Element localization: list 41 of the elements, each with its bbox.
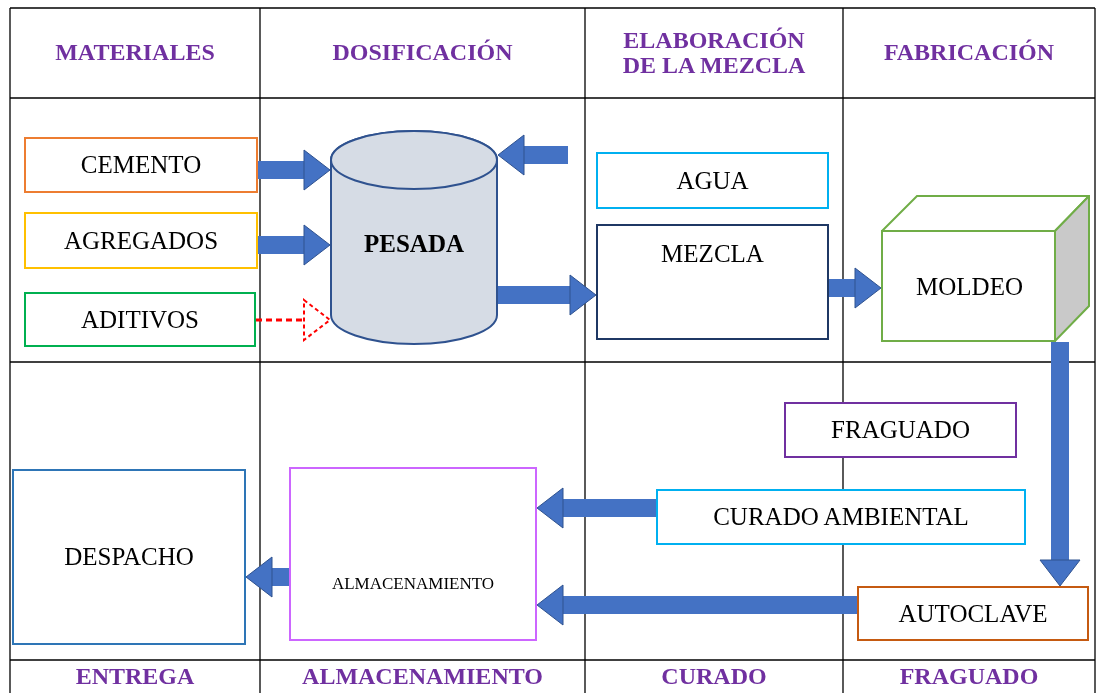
block-arrow — [256, 299, 331, 341]
process-box — [24, 137, 258, 193]
node-label: AUTOCLAVE — [898, 599, 1048, 628]
process-box — [24, 212, 258, 269]
node-label: ALMACENAMIENTO — [331, 574, 495, 594]
process-box — [596, 224, 829, 340]
node-label: MEZCLA — [661, 240, 764, 268]
node-label: FRAGUADO — [831, 416, 970, 444]
process-box — [596, 152, 829, 209]
node-label: MOLDEO — [916, 272, 1023, 301]
node-label: PESADA — [364, 229, 464, 258]
block-arrow — [829, 267, 882, 309]
process-box — [12, 469, 246, 645]
block-arrow — [245, 556, 289, 598]
block-arrow — [497, 134, 568, 176]
process-box — [24, 292, 256, 347]
column-header: ELABORACIÓN DE LA MEZCLA — [621, 27, 807, 79]
column-header: FABRICACIÓN — [883, 40, 1055, 66]
process-box — [289, 467, 537, 641]
column-header: MATERIALES — [55, 40, 215, 66]
column-header: FRAGUADO — [899, 663, 1039, 690]
node-label: AGUA — [676, 166, 749, 195]
node-label: DESPACHO — [64, 543, 194, 571]
block-arrow — [258, 149, 331, 191]
node-label: ADITIVOS — [80, 305, 199, 334]
column-header: CURADO — [661, 663, 767, 690]
node-label: CURADO AMBIENTAL — [713, 503, 969, 531]
storage-cylinder — [330, 130, 498, 345]
process-box — [857, 586, 1089, 641]
process-box — [784, 402, 1017, 458]
block-arrow — [258, 224, 331, 266]
block-arrow — [1039, 342, 1081, 587]
block-arrow — [536, 487, 656, 529]
column-header: ALMACENAMIENTO — [302, 663, 543, 690]
node-label: AGREGADOS — [63, 226, 219, 255]
process-box — [656, 489, 1026, 545]
block-arrow — [498, 274, 597, 316]
column-header: DOSIFICACIÓN — [332, 40, 513, 66]
block-arrow — [536, 584, 857, 626]
column-header: ENTREGA — [75, 663, 195, 690]
node-label: CEMENTO — [80, 151, 202, 179]
